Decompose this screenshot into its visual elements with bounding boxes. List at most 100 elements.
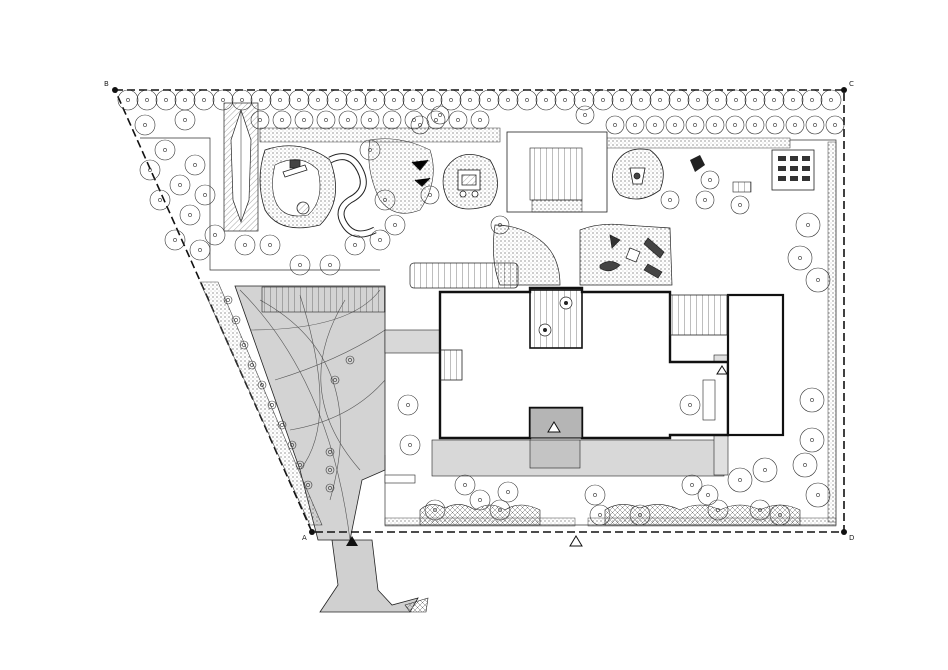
tree-trunk bbox=[240, 98, 244, 102]
tree-trunk bbox=[753, 123, 757, 127]
tree-trunk bbox=[763, 468, 767, 472]
corner-label-b: B bbox=[104, 80, 109, 88]
tree-canopy bbox=[289, 254, 311, 276]
tree-trunk bbox=[306, 483, 310, 487]
tree-trunk bbox=[715, 98, 719, 102]
hedge-row-south-left bbox=[419, 504, 541, 526]
tree-trunk bbox=[126, 98, 130, 102]
tree-canopy bbox=[497, 481, 519, 503]
tree-trunk bbox=[593, 493, 597, 497]
play-equipment-3 bbox=[629, 167, 646, 185]
tree-trunk bbox=[260, 383, 264, 387]
front-walkway bbox=[384, 329, 441, 354]
tree-trunk bbox=[738, 478, 742, 482]
tree-trunk bbox=[328, 450, 332, 454]
tree-trunk bbox=[438, 113, 442, 117]
tree-trunk bbox=[406, 403, 410, 407]
tree-trunk bbox=[163, 148, 167, 152]
tree-canopy bbox=[404, 110, 424, 130]
tree-trunk bbox=[297, 98, 301, 102]
tree-canopy bbox=[424, 499, 446, 521]
tree-trunk bbox=[713, 123, 717, 127]
tree-canopy bbox=[193, 89, 215, 111]
tree-canopy bbox=[325, 447, 335, 457]
tree-canopy bbox=[695, 190, 715, 210]
inner-courtyard bbox=[529, 289, 583, 349]
tree-canopy bbox=[592, 89, 614, 111]
tree-trunk bbox=[392, 98, 396, 102]
tree-trunk bbox=[335, 98, 339, 102]
small-bench bbox=[732, 181, 752, 193]
court-arc-lines bbox=[239, 289, 386, 541]
tree-canopy bbox=[665, 115, 685, 135]
tree-trunk bbox=[298, 263, 302, 267]
tree-canopy bbox=[625, 115, 645, 135]
bird-sculptures bbox=[411, 159, 431, 187]
tree-canopy bbox=[325, 483, 335, 493]
tree-canopy bbox=[589, 504, 611, 526]
tree-trunk bbox=[188, 213, 192, 217]
tree-trunk bbox=[198, 248, 202, 252]
tree-trunk bbox=[324, 118, 328, 122]
tree-trunk bbox=[434, 118, 438, 122]
tree-canopy bbox=[573, 89, 595, 111]
tree-canopy bbox=[250, 110, 270, 130]
tree-trunk bbox=[328, 468, 332, 472]
tree-canopy bbox=[325, 465, 335, 475]
tree-trunk bbox=[383, 198, 387, 202]
tree-trunk bbox=[753, 98, 757, 102]
tree-trunk bbox=[813, 123, 817, 127]
tree-canopy bbox=[744, 89, 766, 111]
tree-canopy bbox=[212, 89, 234, 111]
tree-trunk bbox=[582, 98, 586, 102]
tree-trunk bbox=[259, 98, 263, 102]
tree-trunk bbox=[463, 483, 467, 487]
tree-canopy bbox=[288, 89, 310, 111]
tree-canopy bbox=[267, 400, 277, 410]
tree-trunk bbox=[258, 118, 262, 122]
tree-trunk bbox=[183, 98, 187, 102]
tree-trunk bbox=[328, 486, 332, 490]
bench-north bbox=[409, 262, 519, 289]
tree-trunk bbox=[793, 123, 797, 127]
tree-canopy bbox=[630, 89, 652, 111]
tree-trunk bbox=[428, 193, 432, 197]
tree-trunk bbox=[639, 98, 643, 102]
corner-label-d: D bbox=[849, 534, 854, 542]
tree-canopy bbox=[440, 89, 462, 111]
tree-canopy bbox=[136, 89, 158, 111]
tree-canopy bbox=[117, 89, 139, 111]
tree-canopy bbox=[645, 115, 665, 135]
tree-canopy bbox=[801, 89, 823, 111]
tree-trunk bbox=[601, 98, 605, 102]
courtyard-tree-1-dot bbox=[564, 301, 568, 305]
tree-canopy bbox=[490, 215, 510, 235]
tree-canopy bbox=[554, 89, 576, 111]
tree-canopy bbox=[384, 214, 406, 236]
north-hedge-right bbox=[604, 137, 791, 149]
tree-canopy bbox=[134, 114, 156, 136]
tree-canopy bbox=[469, 489, 491, 511]
tree-canopy bbox=[397, 394, 419, 416]
tree-canopy bbox=[785, 115, 805, 135]
tree-trunk bbox=[688, 403, 692, 407]
tree-canopy bbox=[679, 394, 701, 416]
tree-trunk bbox=[772, 98, 776, 102]
corner-point-a bbox=[309, 529, 315, 535]
tree-canopy bbox=[687, 89, 709, 111]
tree-canopy bbox=[277, 420, 287, 430]
tree-canopy bbox=[399, 434, 421, 456]
tree-canopy bbox=[535, 89, 557, 111]
tree-trunk bbox=[810, 98, 814, 102]
tree-canopy bbox=[174, 109, 196, 131]
tree-canopy bbox=[383, 89, 405, 111]
access-road bbox=[319, 539, 419, 613]
tree-trunk bbox=[408, 443, 412, 447]
entrance-marker-main bbox=[346, 536, 358, 546]
tree-canopy bbox=[345, 89, 367, 111]
tree-canopy bbox=[705, 115, 725, 135]
tree-canopy bbox=[745, 115, 765, 135]
tree-canopy bbox=[359, 139, 381, 161]
tree-trunk bbox=[716, 508, 720, 512]
